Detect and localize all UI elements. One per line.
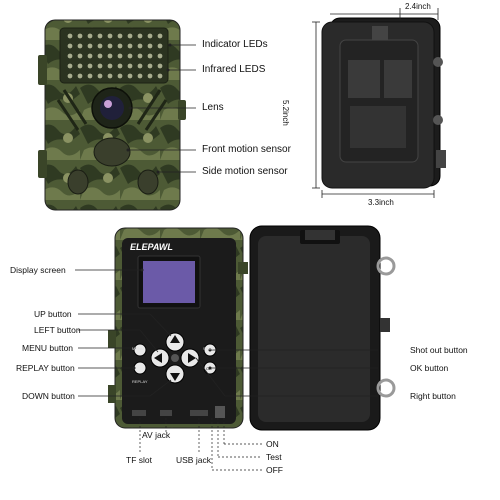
callouts-bottom-right (195, 348, 378, 397)
label-infrared-leds: Infrared LEDS (202, 64, 266, 75)
dimension-width: 3.3inch (368, 198, 394, 207)
lens (100, 96, 124, 120)
label-lens: Lens (202, 102, 224, 113)
key-label-shot: SHOT (203, 346, 215, 351)
camera-open-back (249, 225, 396, 431)
label-left-button: LEFT button (34, 325, 81, 335)
label-display-screen: Display screen (10, 265, 66, 275)
label-ok-button: OK button (410, 363, 449, 373)
side-motion-sensor-left (67, 169, 89, 195)
label-side-motion-sensor: Side motion sensor (202, 166, 288, 177)
label-menu-button: MENU button (22, 343, 74, 353)
brand-logo-text: ELEPAWL (130, 242, 173, 252)
label-indicator-leds: Indicator LEDs (202, 39, 268, 50)
display-screen (143, 261, 195, 303)
label-right-button: Right button (410, 391, 456, 401)
front-motion-sensor (93, 137, 131, 167)
camera-back (321, 17, 446, 189)
label-switch-on: ON (266, 439, 279, 449)
label-switch-test: Test (266, 452, 282, 462)
label-usb-jack: USB jack (176, 455, 211, 465)
label-up-button: UP button (34, 309, 72, 319)
label-av-jack: AV jack (142, 430, 171, 440)
label-replay-button: REPLAY button (16, 363, 75, 373)
callouts-bottom-left (75, 268, 172, 397)
label-shot-out-button: Shot out button (410, 345, 468, 355)
key-label-replay: REPLAY (132, 379, 148, 384)
side-motion-sensor-right (137, 169, 159, 195)
infrared-led-panel (59, 27, 169, 84)
dimension-lines (312, 8, 439, 198)
callouts-bottom (139, 418, 262, 471)
key-label-ok: OK (206, 366, 212, 371)
label-front-motion-sensor: Front motion sensor (202, 144, 291, 155)
key-label-menu: MENU (132, 346, 144, 351)
label-tf-slot: TF slot (126, 455, 152, 465)
label-switch-off: OFF (266, 465, 283, 475)
camera-open-front (108, 227, 248, 429)
dimension-height: 5.2inch (281, 100, 290, 126)
camera-front (38, 19, 186, 211)
callouts-top (126, 43, 196, 174)
label-down-button: DOWN button (22, 391, 75, 401)
dimension-depth: 2.4inch (405, 2, 431, 11)
infrared-led-grid (67, 33, 163, 79)
